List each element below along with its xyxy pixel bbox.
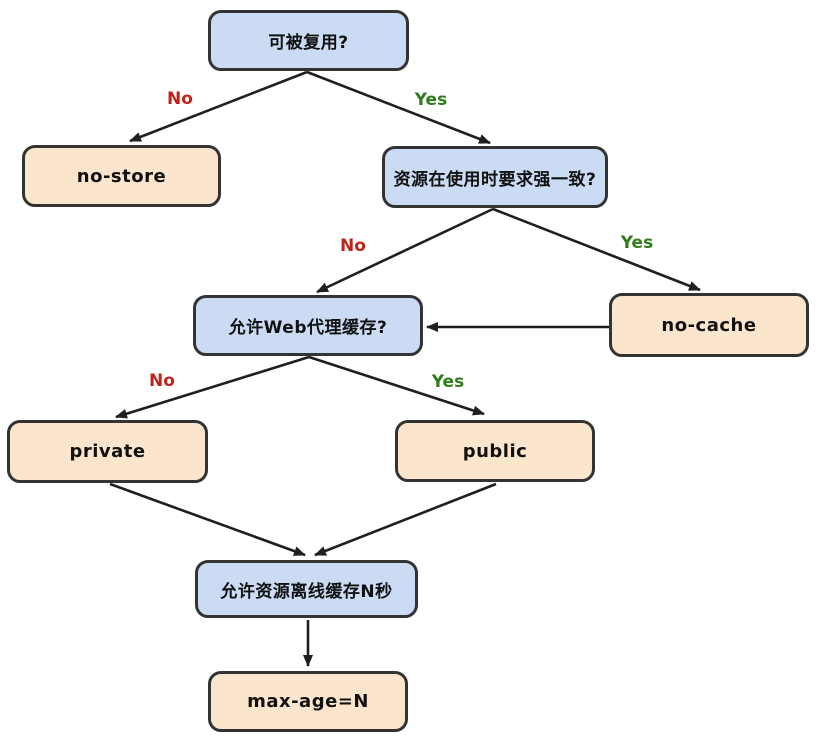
edge-private-to-offline	[109, 482, 306, 557]
node-web-proxy-label: 允许Web代理缓存?	[228, 318, 388, 338]
edge-label-reusable-no: No	[167, 89, 193, 109]
node-max-age: max-age=N	[208, 671, 408, 732]
node-strong-consistency-label: 资源在使用时要求强一致?	[393, 169, 597, 190]
edge-label-consistency-yes: Yes	[620, 233, 654, 253]
edge-public-to-offline	[314, 482, 497, 557]
node-public: public	[395, 420, 595, 482]
node-private-label: private	[69, 441, 146, 462]
node-max-age-label: max-age=N	[247, 691, 369, 712]
edge-label-reusable-yes: Yes	[414, 90, 448, 110]
edge-strong-consistency-to-no-cache	[492, 207, 701, 292]
node-reusable-label: 可被复用?	[268, 33, 349, 53]
node-no-cache: no-cache	[609, 293, 809, 357]
node-private: private	[7, 420, 208, 483]
edge-web-proxy-to-private	[115, 355, 310, 419]
edge-label-proxy-no: No	[149, 371, 175, 391]
edge-reusable-to-strong-consistency	[306, 70, 491, 145]
node-no-store: no-store	[22, 145, 221, 207]
node-public-label: public	[462, 440, 528, 462]
node-no-cache-label: no-cache	[661, 314, 757, 336]
edge-strong-consistency-to-web-proxy	[316, 207, 494, 294]
node-web-proxy: 允许Web代理缓存?	[193, 295, 423, 356]
node-strong-consistency: 资源在使用时要求强一致?	[382, 146, 608, 208]
node-offline-n-seconds: 允许资源离线缓存N秒	[195, 560, 418, 618]
edge-label-consistency-no: No	[340, 236, 366, 256]
node-offline-n-seconds-label: 允许资源离线缓存N秒	[220, 581, 393, 602]
edge-reusable-to-no-store	[129, 70, 308, 143]
node-no-store-label: no-store	[76, 165, 167, 187]
edge-label-proxy-yes: Yes	[431, 372, 465, 392]
edge-web-proxy-to-public	[308, 355, 485, 416]
node-reusable: 可被复用?	[208, 10, 409, 71]
